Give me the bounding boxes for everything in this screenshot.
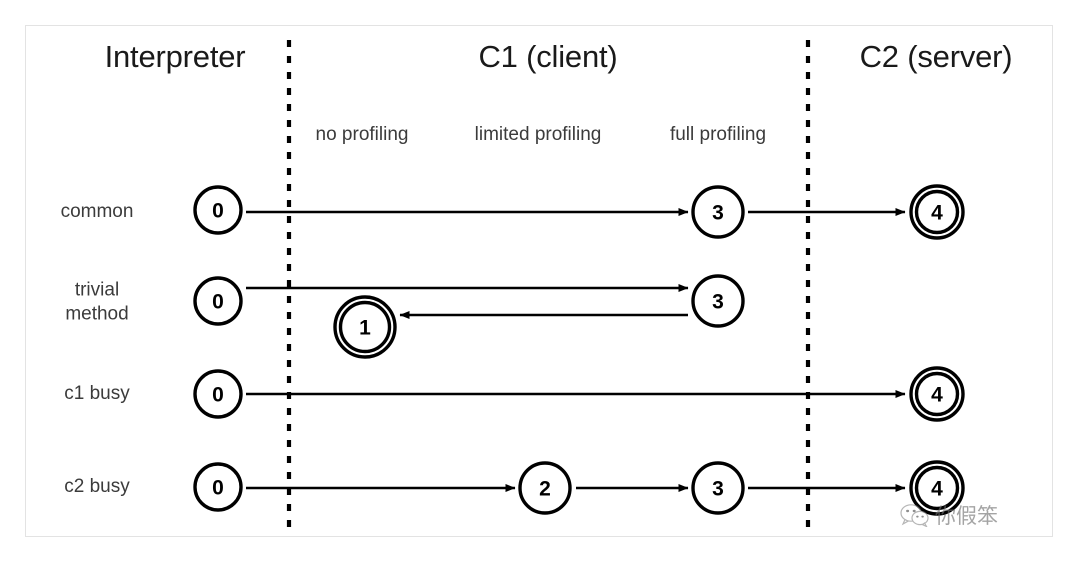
column-title: C1 (client) (478, 39, 618, 74)
state-node-label: 4 (931, 384, 943, 407)
watermark: 你假笨 (900, 500, 998, 530)
state-node-label: 0 (212, 200, 224, 223)
state-node-label: 0 (212, 384, 224, 407)
state-node-1: 1 (333, 295, 397, 359)
state-node-0: 0 (193, 185, 243, 235)
column-title: C2 (server) (859, 39, 1013, 74)
watermark-text: 你假笨 (935, 505, 998, 528)
state-node-0: 0 (193, 462, 243, 512)
state-node-label: 3 (712, 202, 724, 225)
state-node-0: 0 (193, 369, 243, 419)
state-node-label: 0 (212, 291, 224, 314)
state-node-4: 4 (909, 184, 965, 240)
state-node-label: 4 (931, 478, 943, 501)
transition-arrows (246, 208, 906, 492)
state-node-label: 0 (212, 477, 224, 500)
state-node-3: 3 (691, 274, 745, 328)
scenario-row-label: trivial method (65, 279, 129, 324)
diagram-frame (25, 25, 1053, 537)
scenario-row-label: c1 busy (64, 383, 130, 405)
state-node-3: 3 (691, 185, 745, 239)
profiling-level-label: full profiling (669, 124, 767, 145)
profiling-level-label: no profiling (315, 124, 409, 145)
state-node-3: 3 (691, 461, 745, 515)
state-node-0: 0 (193, 276, 243, 326)
state-node-4: 4 (909, 460, 965, 516)
scenario-row-label: c2 busy (64, 476, 130, 498)
profiling-level-label: limited profiling (474, 124, 602, 145)
state-node-label: 3 (712, 478, 724, 501)
state-nodes: 0 3 4 0 1 3 0 4 0 2 3 4 (193, 184, 965, 516)
state-node-label: 1 (359, 317, 371, 340)
state-node-label: 4 (931, 202, 943, 225)
state-node-label: 3 (712, 291, 724, 314)
state-node-2: 2 (518, 461, 572, 515)
scenario-row-label: common (60, 201, 134, 223)
state-node-label: 2 (539, 478, 551, 501)
state-node-4: 4 (909, 366, 965, 422)
column-title: Interpreter (104, 39, 246, 74)
wechat-icon (900, 504, 929, 527)
column-dividers (286, 40, 811, 536)
